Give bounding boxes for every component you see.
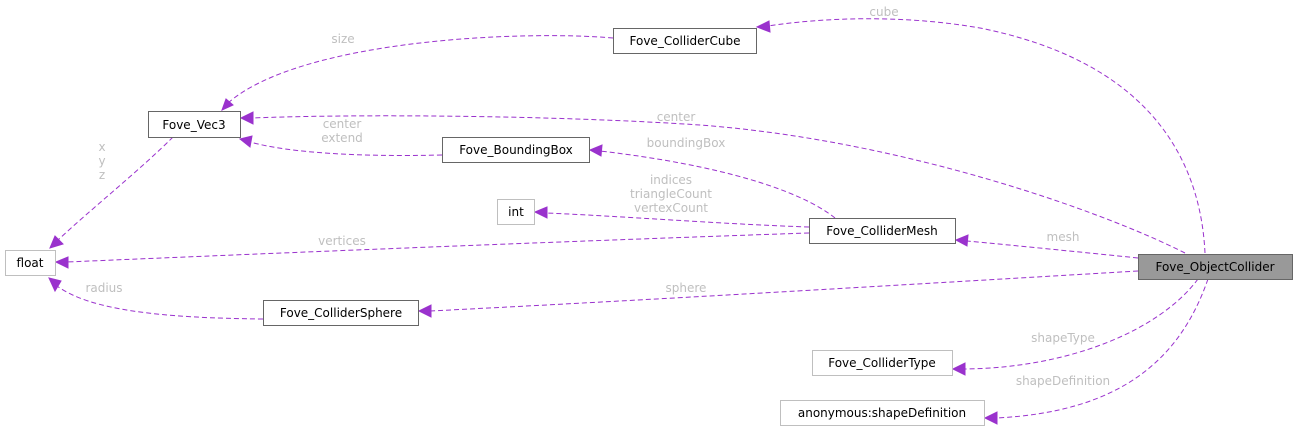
edge-label-shapeType: shapeType: [1031, 331, 1095, 345]
node-fove-boundingbox[interactable]: Fove_BoundingBox: [442, 137, 590, 163]
node-anonymous-shapedefinition: anonymous:shapeDefinition: [780, 400, 985, 426]
node-fove-collidertype: Fove_ColliderType: [812, 350, 953, 376]
edge-label-triangleCount: triangleCount: [630, 187, 712, 201]
node-fove-vec3[interactable]: Fove_Vec3: [148, 111, 241, 138]
edge-label-radius: radius: [85, 281, 122, 295]
edge-mesh: mesh: [954, 230, 1139, 259]
edge-cube: cube: [755, 5, 1206, 254]
node-label: Fove_ColliderType: [828, 356, 936, 370]
edge-shapeDefinition: shapeDefinition: [983, 278, 1209, 425]
node-label: Fove_ColliderCube: [630, 34, 741, 48]
node-label: Fove_Vec3: [162, 118, 225, 132]
edge-label-y: y: [98, 154, 105, 168]
edge-center: center: [239, 110, 1186, 254]
node-fove-collidersphere[interactable]: Fove_ColliderSphere: [263, 300, 419, 326]
edge-int-members: indices triangleCount vertexCount: [533, 173, 810, 228]
node-label: Fove_ColliderSphere: [280, 306, 402, 320]
edge-label-extend-line: extend: [321, 131, 363, 145]
edge-label-vertices: vertices: [318, 234, 366, 248]
node-fove-collidercube[interactable]: Fove_ColliderCube: [613, 28, 757, 54]
node-label: float: [17, 256, 44, 270]
node-label: Fove_ObjectCollider: [1155, 260, 1274, 274]
edge-label-indices: indices: [650, 173, 692, 187]
edge-label-vertexCount: vertexCount: [634, 201, 708, 215]
edge-label-z: z: [99, 168, 105, 182]
edge-label-mesh: mesh: [1047, 230, 1080, 244]
edge-center-extend: center extend: [238, 117, 443, 156]
edge-radius: radius: [48, 277, 264, 320]
node-fove-collidermesh[interactable]: Fove_ColliderMesh: [809, 218, 956, 244]
edge-label-center-line: center: [323, 117, 362, 131]
edge-label-boundingBox: boundingBox: [647, 136, 726, 150]
node-label: anonymous:shapeDefinition: [798, 406, 966, 420]
edge-sphere: sphere: [417, 270, 1139, 318]
edge-label-size: size: [331, 32, 354, 46]
edge-boundingBox: boundingBox: [588, 136, 836, 219]
node-label: Fove_BoundingBox: [459, 143, 573, 157]
node-int: int: [497, 199, 535, 225]
edge-label-shapeDefinition: shapeDefinition: [1016, 374, 1110, 388]
node-label: Fove_ColliderMesh: [826, 224, 938, 238]
edge-label-sphere: sphere: [666, 281, 707, 295]
edge-label-x: x: [98, 140, 105, 154]
edge-xyz: x y z: [49, 136, 174, 249]
edge-shapeType: shapeType: [951, 278, 1199, 376]
edge-vertices: vertices: [54, 232, 810, 269]
node-label: int: [508, 205, 524, 219]
node-float: float: [5, 250, 56, 276]
edge-size: size: [221, 32, 614, 111]
node-fove-objectcollider: Fove_ObjectCollider: [1138, 254, 1293, 280]
edge-label-cube: cube: [869, 5, 898, 19]
edge-label-center: center: [657, 110, 696, 124]
